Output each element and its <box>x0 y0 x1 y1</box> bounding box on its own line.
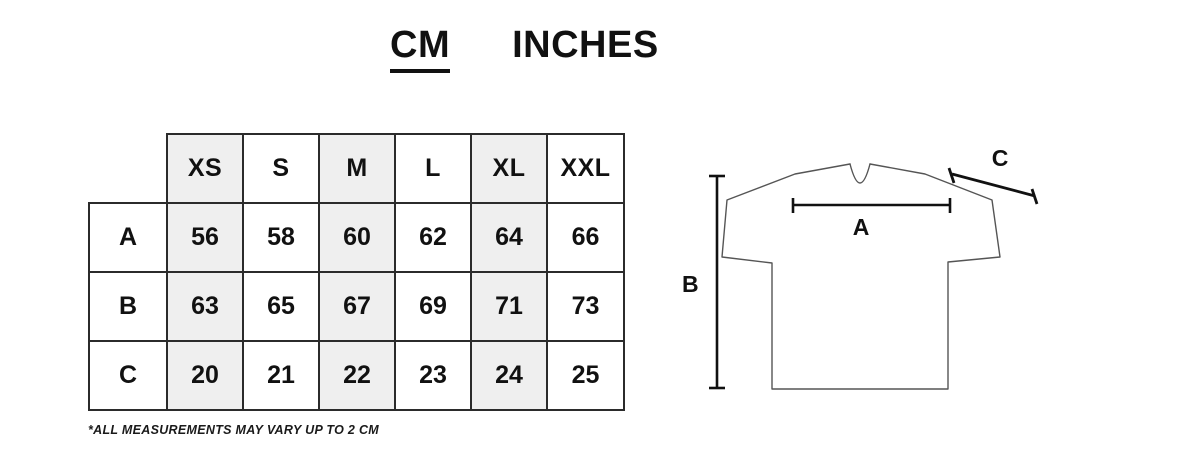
cell-c-l: 23 <box>394 340 472 411</box>
measurement-label-c: C <box>992 145 1009 171</box>
table-row: B 63 65 67 69 71 73 <box>88 271 625 342</box>
measurement-label-b: B <box>682 271 699 297</box>
measurement-line-a <box>791 198 952 213</box>
table-corner-cell <box>89 134 167 203</box>
unit-tab-cm[interactable]: CM <box>390 26 451 73</box>
unit-toggle: CM INCHES <box>390 26 659 73</box>
table-header-row: XS S M L XL XXL <box>89 133 625 204</box>
size-header-l: L <box>394 133 472 204</box>
table-row: C 20 21 22 23 24 25 <box>88 340 625 411</box>
tshirt-diagram: B A C <box>660 140 1060 410</box>
row-label-c: C <box>88 340 168 411</box>
cell-b-m: 67 <box>318 271 396 342</box>
cell-b-xs: 63 <box>166 271 244 342</box>
cell-b-xl: 71 <box>470 271 548 342</box>
size-header-xxl: XXL <box>546 133 625 204</box>
size-table: XS S M L XL XXL A 56 58 60 62 64 66 B 63… <box>88 133 625 411</box>
cell-c-xl: 24 <box>470 340 548 411</box>
table-row: A 56 58 60 62 64 66 <box>88 202 625 273</box>
measurement-label-a: A <box>853 214 870 240</box>
cell-c-s: 21 <box>242 340 320 411</box>
cell-a-xxl: 66 <box>546 202 625 273</box>
size-header-xs: XS <box>166 133 244 204</box>
measurement-disclaimer: *ALL MEASUREMENTS MAY VARY UP TO 2 CM <box>88 423 380 437</box>
cell-b-s: 65 <box>242 271 320 342</box>
cell-a-s: 58 <box>242 202 320 273</box>
cell-b-l: 69 <box>394 271 472 342</box>
tshirt-outline-icon <box>721 163 1001 390</box>
cell-a-l: 62 <box>394 202 472 273</box>
measurement-line-c <box>947 167 1039 205</box>
size-header-xl: XL <box>470 133 548 204</box>
row-label-a: A <box>88 202 168 273</box>
cell-a-m: 60 <box>318 202 396 273</box>
cell-a-xl: 64 <box>470 202 548 273</box>
size-header-m: M <box>318 133 396 204</box>
cell-c-m: 22 <box>318 340 396 411</box>
cell-c-xxl: 25 <box>546 340 625 411</box>
measurement-line-b <box>709 174 725 390</box>
row-label-b: B <box>88 271 168 342</box>
cell-a-xs: 56 <box>166 202 244 273</box>
cell-b-xxl: 73 <box>546 271 625 342</box>
cell-c-xs: 20 <box>166 340 244 411</box>
unit-tab-inches[interactable]: INCHES <box>512 24 659 66</box>
size-header-s: S <box>242 133 320 204</box>
